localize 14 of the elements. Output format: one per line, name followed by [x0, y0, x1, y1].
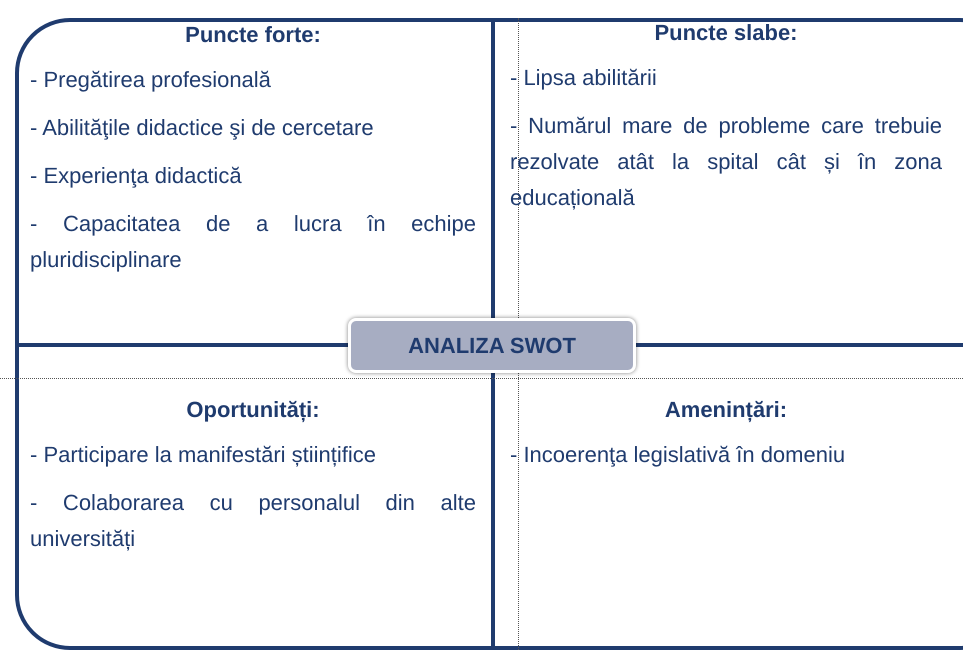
quadrant-heading: Puncte slabe: — [653, 20, 799, 46]
list-item: - Numărul mare de probleme care trebuie rezolvate atât la spital cât și în zona educațională — [510, 112, 942, 212]
list-item: - Capacitatea de a lucra în echipe pluridisciplinare — [30, 210, 476, 274]
quadrant-heading: Puncte forte: — [184, 22, 322, 48]
list-item: - Incoerenţa legislativă în domeniu — [510, 441, 846, 469]
quadrant-heading: Oportunități: — [185, 397, 321, 423]
list-item: - Pregătirea profesională — [30, 66, 272, 94]
list-item: - Lipsa abilitării — [510, 64, 658, 92]
list-item: - Colaborarea cu personalul din alte universități — [30, 489, 476, 553]
list-item: - Abilităţile didactice şi de cercetare — [30, 114, 375, 142]
list-item: - Participare la manifestări științifice — [30, 441, 378, 469]
quadrant-heading: Amenințări: — [664, 397, 788, 423]
list-item: - Experienţa didactică — [30, 162, 243, 190]
title-banner: ANALIZA SWOT — [348, 318, 636, 373]
